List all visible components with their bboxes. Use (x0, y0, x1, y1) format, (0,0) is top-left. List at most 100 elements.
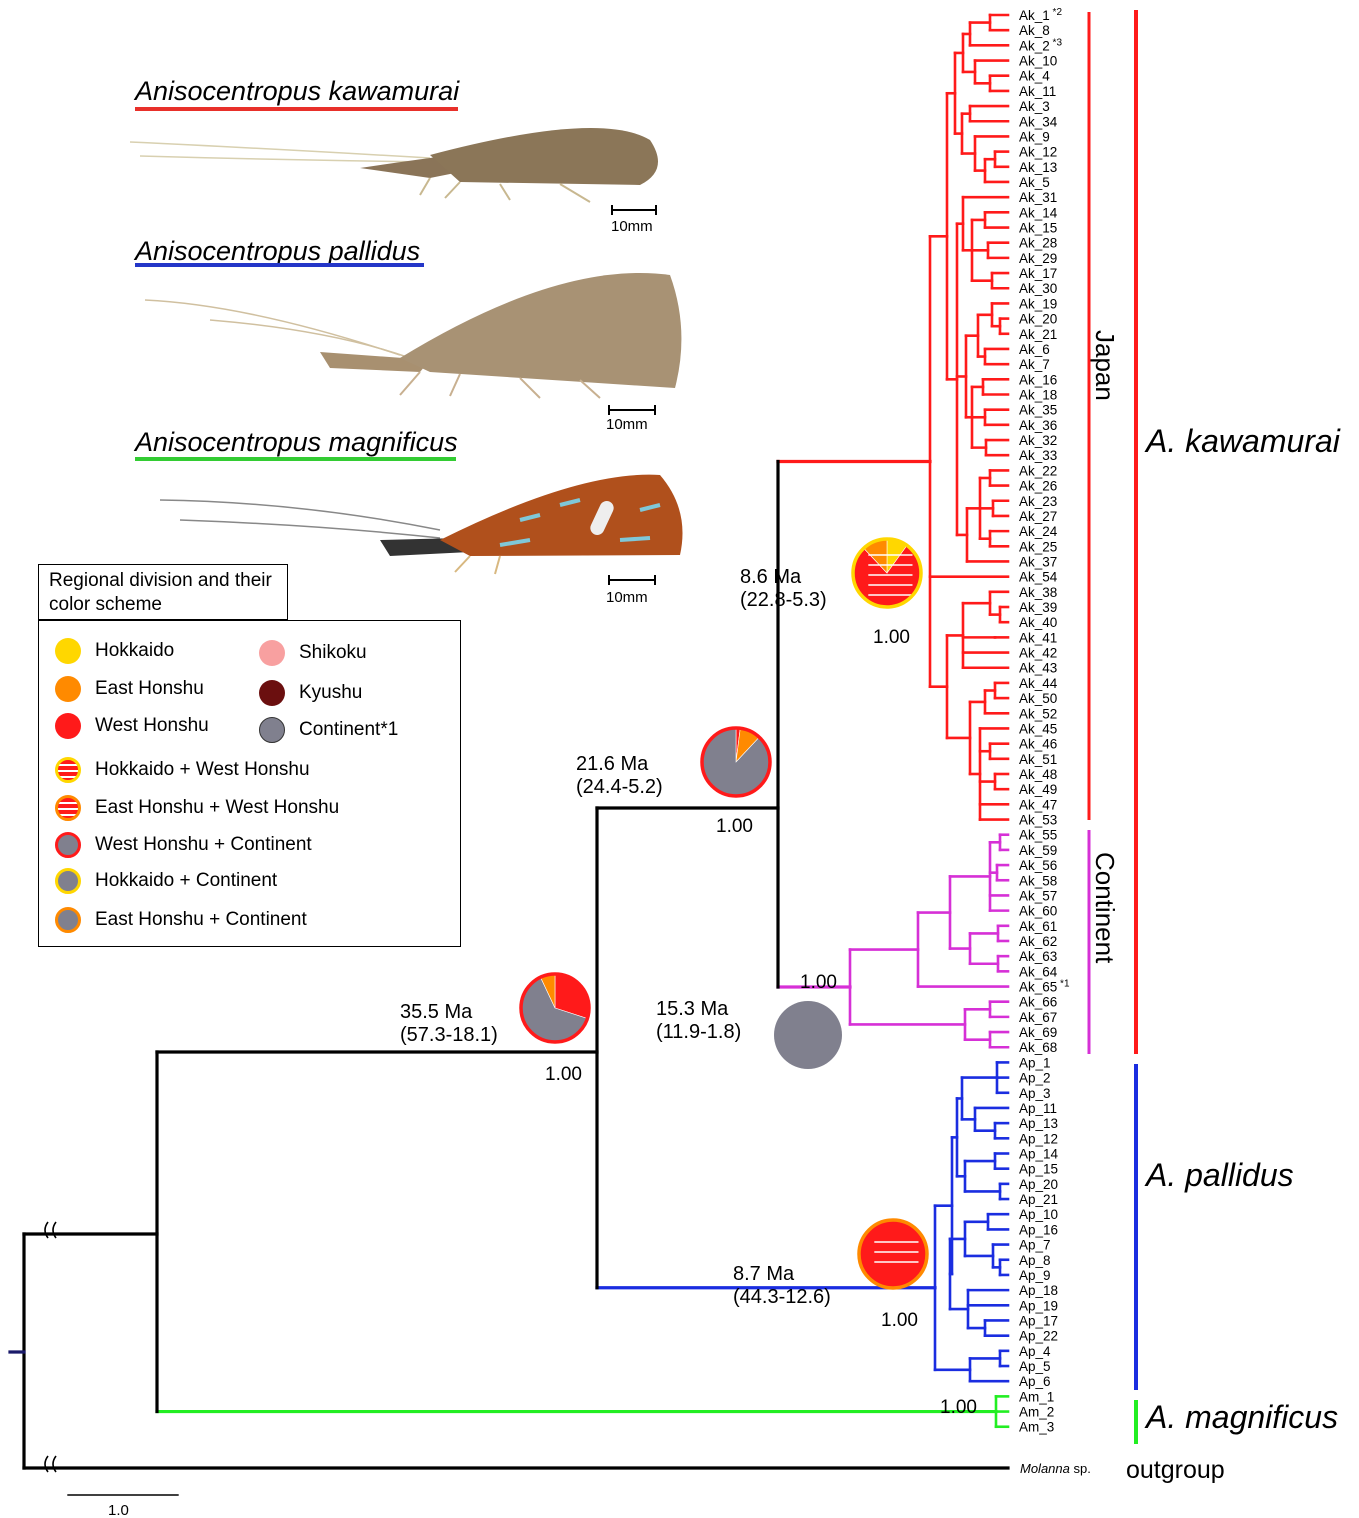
tip-label: Ap_9 (1019, 1268, 1051, 1283)
tip-label: Ap_1 (1019, 1055, 1051, 1070)
tip-label: Ak_17 (1019, 266, 1057, 281)
tip-label: Ak_8 (1019, 23, 1050, 38)
tip-label: Ak_69 (1019, 1025, 1057, 1040)
tip-label: Ap_7 (1019, 1238, 1051, 1253)
tip-label: Ak_64 (1019, 964, 1058, 979)
tip-label: Ak_10 (1019, 54, 1057, 69)
tip-mark: *3 (1050, 37, 1063, 48)
tip-label: Am_3 (1019, 1420, 1054, 1435)
node-support: 1.00 (545, 1064, 582, 1085)
tip-label: Ak_13 (1019, 160, 1057, 175)
tip-label: Ap_22 (1019, 1329, 1058, 1344)
tip-label: Ak_53 (1019, 813, 1057, 828)
tip-label: Ak_47 (1019, 797, 1057, 812)
node-hpd: (57.3-18.1) (400, 1024, 498, 1046)
tip-label: Ak_14 (1019, 205, 1058, 220)
tip-label: Ak_43 (1019, 661, 1057, 676)
tip-label: Ak_23 (1019, 494, 1057, 509)
tip-label: Ap_17 (1019, 1313, 1058, 1328)
clade-label-japan: Japan (1090, 330, 1120, 401)
ancestral-area-pies (521, 539, 927, 1288)
tip-label: Ak_66 (1019, 995, 1057, 1010)
tip-label: Ak_6 (1019, 342, 1050, 357)
clade-label-pallidus: A. pallidus (1144, 1157, 1294, 1193)
node-age: 15.3 Ma (656, 998, 729, 1020)
tip-label: Ak_35 (1019, 403, 1057, 418)
tip-label: Ak_31 (1019, 190, 1057, 205)
tip-label: Ak_15 (1019, 221, 1057, 236)
pie-node-35 (521, 974, 589, 1042)
node-age: 35.5 Ma (400, 1001, 473, 1023)
clade-label-kawamurai: A. kawamurai (1144, 423, 1341, 459)
tip-label: Ak_52 (1019, 706, 1057, 721)
tip-label: Ak_41 (1019, 630, 1057, 645)
node-hpd: (24.4-5.2) (576, 776, 663, 798)
tip-label: Ak_2 *3 (1019, 37, 1062, 53)
node-support: 1.00 (873, 627, 910, 648)
tip-label: Ak_34 (1019, 114, 1058, 129)
node-age: 8.7 Ma (733, 1263, 795, 1285)
tip-label: Ap_5 (1019, 1359, 1051, 1374)
tip-label: Ak_22 (1019, 463, 1057, 478)
tip-label: Ap_6 (1019, 1374, 1051, 1389)
tip-label: Ak_45 (1019, 721, 1057, 736)
tip-label: Ak_16 (1019, 372, 1057, 387)
tip-label: Ak_67 (1019, 1010, 1057, 1025)
tip-label: Ak_12 (1019, 145, 1057, 160)
tip-label: Ak_3 (1019, 99, 1050, 114)
tip-label: Ak_55 (1019, 828, 1057, 843)
clade-label-outgroup: outgroup (1126, 1456, 1225, 1484)
tip-label: Ap_3 (1019, 1086, 1051, 1101)
tip-label: Ak_27 (1019, 509, 1057, 524)
outgroup-tip-label: Molanna sp. (1020, 1461, 1091, 1476)
tip-label: Ak_65 *1 (1019, 979, 1070, 995)
pie-node-8-7 (859, 1220, 927, 1288)
tip-label: Ak_60 (1019, 904, 1057, 919)
tip-label: Ak_56 (1019, 858, 1057, 873)
tip-label: Ak_59 (1019, 843, 1057, 858)
node-support: 1.00 (800, 972, 837, 993)
outgroup-suffix: sp. (1070, 1461, 1091, 1476)
tip-label: Ap_12 (1019, 1131, 1058, 1146)
pie-node-8-6 (853, 539, 921, 607)
clade-label-continent: Continent (1090, 852, 1120, 964)
pie-node-21 (702, 728, 770, 796)
tip-label: Ap_8 (1019, 1253, 1051, 1268)
tip-label: Ak_51 (1019, 752, 1057, 767)
tip-label: Ap_18 (1019, 1283, 1058, 1298)
tip-label: Ak_4 (1019, 69, 1050, 84)
clade-label-magnificus: A. magnificus (1144, 1399, 1338, 1435)
tip-label: Ak_32 (1019, 433, 1057, 448)
node-support: 1.00 (881, 1310, 918, 1331)
tip-label: Ak_28 (1019, 236, 1057, 251)
tip-label: Ap_13 (1019, 1116, 1058, 1131)
node-support: 1.00 (716, 816, 753, 837)
tip-label: Ak_36 (1019, 418, 1057, 433)
tip-label: Ak_9 (1019, 129, 1050, 144)
node-age: 21.6 Ma (576, 753, 649, 775)
tip-label: Ak_29 (1019, 251, 1057, 266)
tip-label: Ak_62 (1019, 934, 1057, 949)
tip-label: Ak_30 (1019, 281, 1057, 296)
tip-mark: *2 (1050, 7, 1063, 18)
tip-label: Ap_11 (1019, 1101, 1057, 1116)
tip-label: Ak_26 (1019, 479, 1057, 494)
tip-label: Ak_11 (1019, 84, 1056, 99)
tip-label: Ak_18 (1019, 388, 1057, 403)
tip-label: Ak_46 (1019, 737, 1057, 752)
node-age: 8.6 Ma (740, 566, 802, 588)
tip-label: Ak_42 (1019, 646, 1057, 661)
tip-label: Ak_37 (1019, 554, 1057, 569)
tip-label: Ak_20 (1019, 312, 1057, 327)
tip-label: Ak_33 (1019, 448, 1057, 463)
tip-label: Ak_39 (1019, 600, 1057, 615)
node-hpd: (22.8-5.3) (740, 589, 827, 611)
tip-label: Ak_38 (1019, 585, 1057, 600)
tip-label: Ap_19 (1019, 1298, 1058, 1313)
outgroup-genus: Molanna (1020, 1461, 1070, 1476)
tip-label: Ak_5 (1019, 175, 1050, 190)
tip-label: Ap_4 (1019, 1344, 1051, 1359)
tip-label: Ap_20 (1019, 1177, 1058, 1192)
